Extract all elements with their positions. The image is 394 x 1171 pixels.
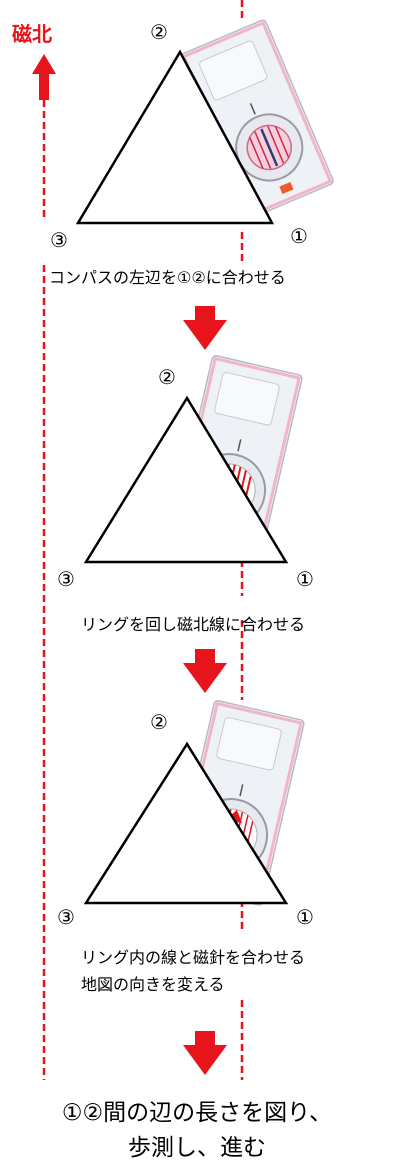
magnetic-north-label: 磁北: [12, 22, 52, 46]
point-2-label: ②: [150, 20, 168, 44]
down-arrow-icon-1: [183, 306, 227, 350]
point-1-label: ①: [290, 224, 308, 248]
triangle-step1: [75, 49, 275, 225]
final-instruction-line2: 歩測し、進む: [128, 1135, 266, 1161]
point-2-label: ②: [158, 365, 176, 389]
down-arrow-icon-3: [183, 1031, 227, 1075]
point-2-label: ②: [150, 710, 168, 734]
point-3-label: ③: [57, 567, 75, 591]
point-1-label: ①: [296, 567, 314, 591]
triangle-step2: [83, 395, 289, 564]
point-3-label: ③: [50, 228, 68, 252]
point-3-label: ③: [57, 905, 75, 929]
step3-caption-line2: 地図の向きを変える: [81, 975, 225, 994]
north-arrow-icon: [32, 54, 56, 100]
final-instruction-line1: ①②間の辺の長さを図り、: [61, 1100, 333, 1126]
down-arrow-icon-2: [183, 649, 227, 693]
step3-caption-line1: リング内の線と磁針を合わせる: [81, 948, 306, 967]
step2-caption: リングを回し磁北線に合わせる: [81, 615, 306, 634]
step1-caption: コンパスの左辺を①②に合わせる: [49, 268, 286, 287]
triangle-step3: [83, 741, 289, 905]
point-1-label: ①: [296, 905, 314, 929]
